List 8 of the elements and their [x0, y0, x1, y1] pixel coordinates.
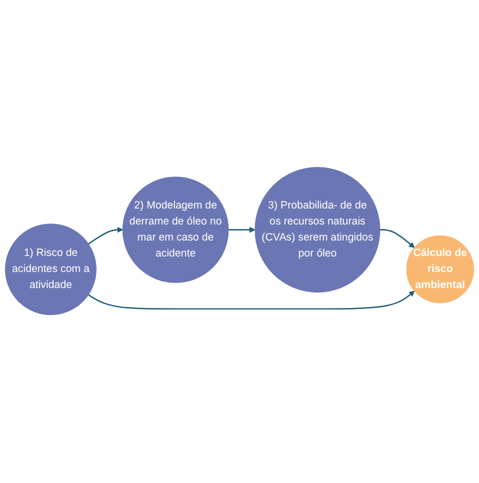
node-circle: 2) Modelagem de derrame de óleo no mar em caso de acidente	[122, 177, 229, 284]
arrow	[88, 291, 415, 310]
node-circle: 1) Risco de acidentes com a atividade	[5, 224, 96, 316]
node-circle: 3) Probabilida- de de os recursos naturais (CVAs) serem atingidos por óleo	[254, 167, 380, 294]
arrow	[380, 230, 415, 248]
arrow	[88, 227, 124, 245]
arrow	[228, 227, 256, 234]
node-circle: Cálculo de risco ambiental	[406, 236, 474, 304]
